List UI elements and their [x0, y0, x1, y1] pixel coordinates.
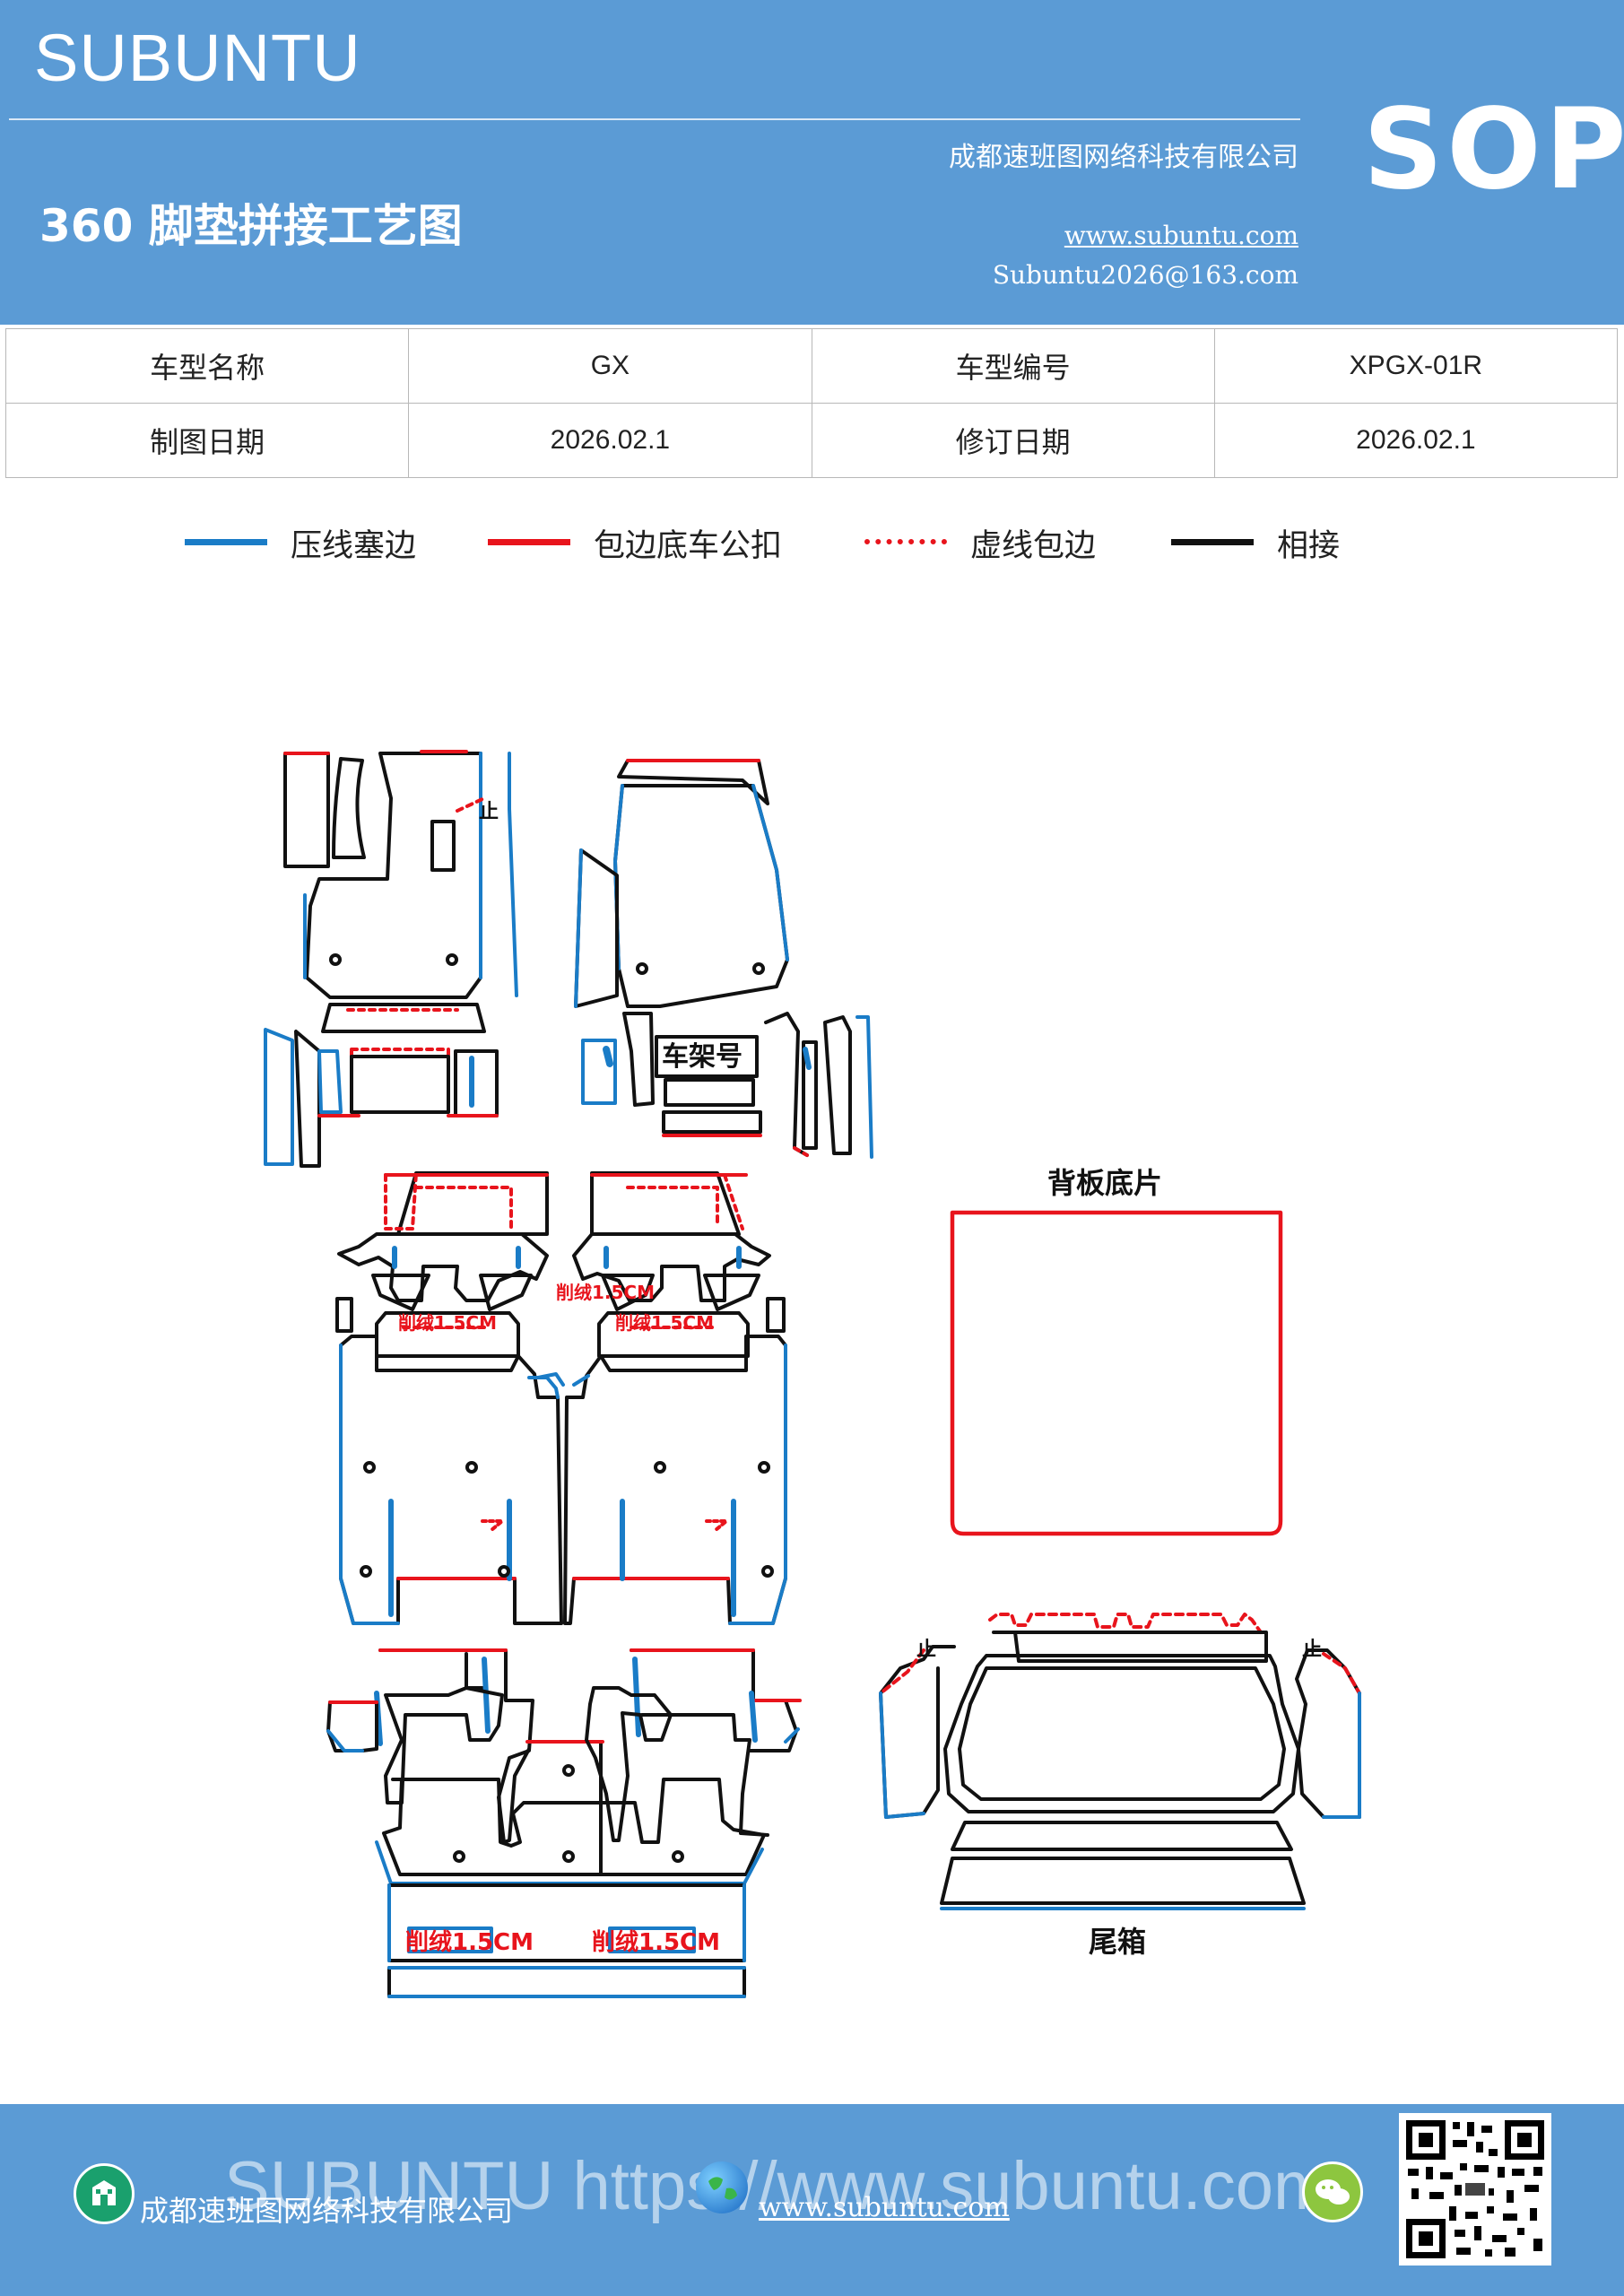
company-name: 成都速班图网络科技有限公司	[949, 142, 1298, 173]
second-row-mats: 削绒1.5CM 削绒1.5CM 削绒1.5CM	[335, 1171, 787, 1625]
footer-website-link[interactable]: www.subuntu.com	[759, 2192, 1010, 2223]
front-right-mat: 车架号	[574, 759, 873, 1159]
table-row: 制图日期 2026.02.1 修订日期 2026.02.1	[4, 403, 1619, 478]
wechat-icon	[1302, 2161, 1363, 2222]
revision-date-label: 修订日期	[811, 403, 1215, 478]
trim-label: 削绒1.5CM	[615, 1312, 714, 1334]
legend-label: 虚线包边	[970, 528, 1097, 564]
front-left-mat: 止	[264, 750, 518, 1168]
vehicle-info-table: 车型名称 GX 车型编号 XPGX-01R 制图日期 2026.02.1 修订日…	[4, 328, 1619, 478]
legend-swatch	[488, 539, 570, 545]
contact-email: Subuntu2026@163.com	[992, 260, 1298, 290]
model-name-label: 车型名称	[4, 328, 410, 404]
trim-label: 削绒1.5CM	[405, 1928, 534, 1956]
globe-icon	[696, 2161, 748, 2213]
footer-company-name: 成都速班图网络科技有限公司	[140, 2194, 514, 2228]
stop-label: 止	[1302, 1639, 1322, 1661]
model-code-label: 车型编号	[811, 328, 1215, 404]
legend-swatch	[864, 539, 947, 544]
back-panel-mat: 背板底片	[950, 1166, 1283, 1536]
footer-banner: SUBUNTU https://www.subuntu.com 成都速班图网络科…	[0, 2104, 1624, 2296]
back-panel-label: 背板底片	[1047, 1166, 1162, 1200]
page-title: 360 脚垫拼接工艺图	[39, 200, 463, 252]
footer-watermark: SUBUNTU https://www.subuntu.com	[224, 2148, 1331, 2224]
draw-date-label: 制图日期	[4, 403, 410, 478]
qr-code-icon	[1399, 2113, 1551, 2266]
trim-label: 削绒1.5CM	[398, 1312, 497, 1334]
legend-swatch	[185, 539, 267, 545]
draw-date-value: 2026.02.1	[408, 403, 812, 478]
website-link[interactable]: www.subuntu.com	[1064, 221, 1298, 250]
legend-label: 相接	[1277, 528, 1341, 564]
trim-label: 削绒1.5CM	[592, 1928, 720, 1956]
table-row: 车型名称 GX 车型编号 XPGX-01R	[4, 328, 1619, 404]
header-divider	[9, 118, 1300, 120]
legend-label: 压线塞边	[291, 528, 417, 564]
model-code-value: XPGX-01R	[1213, 328, 1619, 404]
third-row-mats: 削绒1.5CM 削绒1.5CM	[326, 1648, 802, 1998]
legend-label: 包边底车公扣	[594, 528, 783, 564]
stop-label: 止	[479, 801, 499, 823]
building-icon	[74, 2163, 135, 2224]
trim-label: 削绒1.5CM	[556, 1282, 655, 1303]
sop-badge: SOP	[1363, 85, 1624, 214]
trunk-label: 尾箱	[1089, 1925, 1146, 1959]
revision-date-value: 2026.02.1	[1213, 403, 1619, 478]
trunk-mat: 止 止 尾箱	[879, 1613, 1361, 1959]
header-banner: SUBUNTU 成都速班图网络科技有限公司 360 脚垫拼接工艺图 www.su…	[0, 0, 1624, 325]
brand-logo: SUBUNTU	[34, 21, 361, 95]
model-name-value: GX	[408, 328, 812, 404]
stop-label: 止	[916, 1639, 936, 1661]
frame-number-label: 车架号	[662, 1041, 743, 1073]
legend-swatch	[1171, 539, 1254, 545]
floor-mat-diagram: 止 车架号	[264, 750, 1361, 1998]
